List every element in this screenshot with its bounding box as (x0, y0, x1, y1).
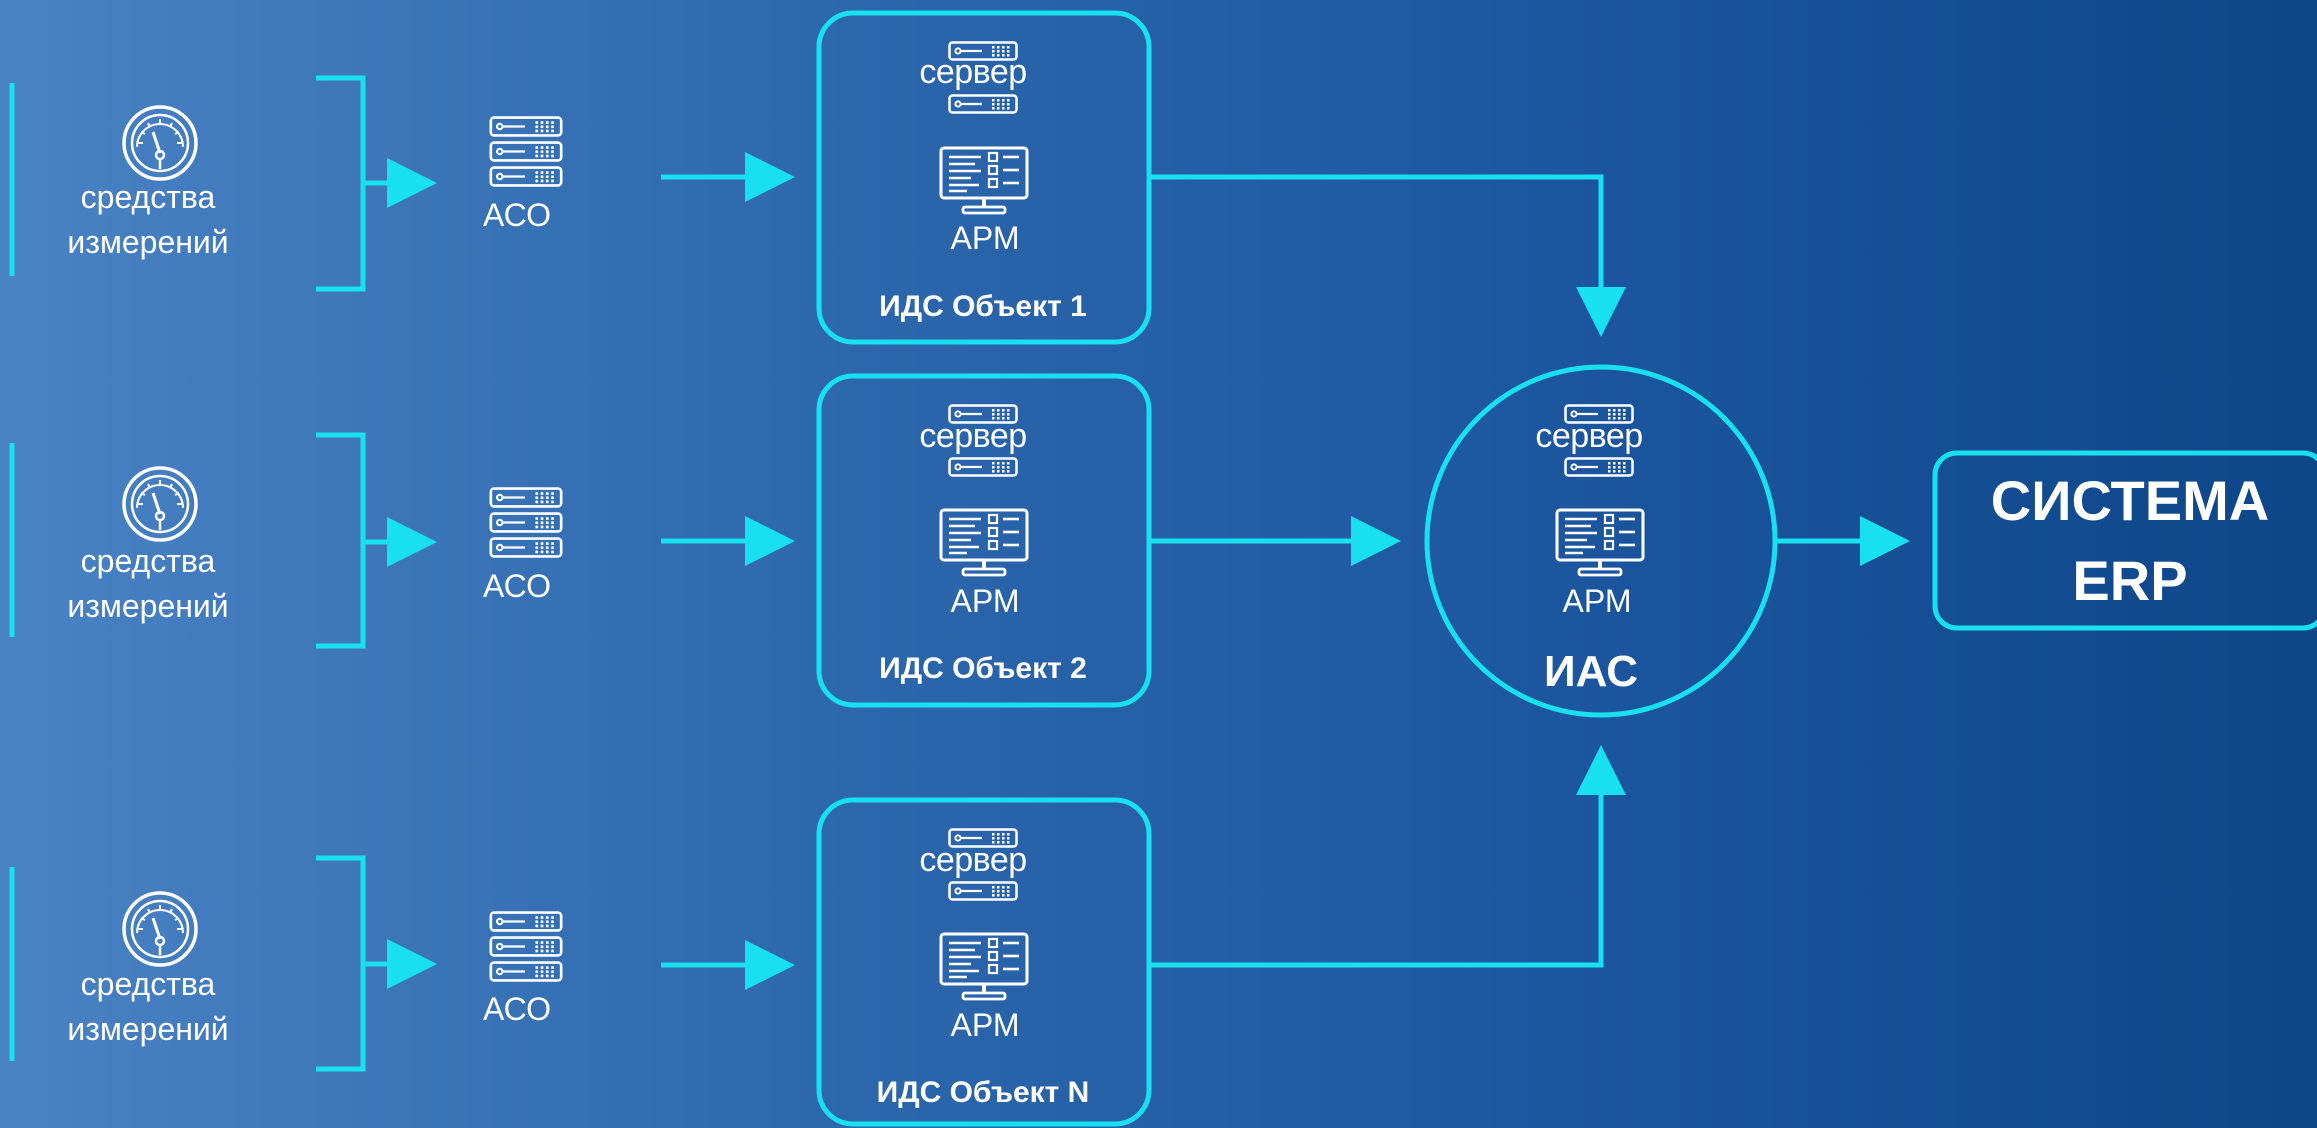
aso-label: АСО (483, 197, 551, 233)
aso-label: АСО (483, 568, 551, 604)
server-label: сервер (919, 53, 1027, 91)
bracket-2 (316, 432, 366, 649)
ids-title-1: ИДС Объект 1 (879, 290, 1087, 323)
bracket-3 (316, 855, 366, 1072)
gauge-icon (122, 105, 198, 181)
gauge-icon (122, 891, 198, 967)
erp-title-line1: СИСТЕМА (1990, 469, 2270, 532)
ids-title-2: ИДС Объект 2 (879, 652, 1087, 685)
aso-label: АСО (483, 991, 551, 1027)
server-rack-icon (489, 487, 563, 558)
workstation-icon (939, 932, 1029, 1001)
server-label: сервер (919, 841, 1027, 879)
workstation-icon (1555, 508, 1645, 577)
ids-box-3 (816, 797, 1152, 1127)
server-label: сервер (919, 417, 1027, 455)
connector-ids3-to-ias (1149, 745, 1626, 968)
ias-node (1424, 364, 1910, 718)
measure-label-line2: измерений (67, 224, 229, 260)
measure-label-line1: средства (80, 179, 216, 215)
workstation-icon (939, 508, 1029, 577)
ias-title: ИАС (1543, 647, 1639, 696)
row-1 (9, 10, 1626, 345)
measure-label-line2: измерений (67, 588, 229, 624)
erp-title-line2: ERP (2072, 549, 2188, 612)
server-rack-icon (489, 911, 563, 982)
ias-arm-label: АРМ (1562, 583, 1632, 619)
bracket-1 (316, 75, 366, 292)
measure-label-line1: средства (80, 543, 216, 579)
arm-label: АРМ (950, 1007, 1020, 1043)
connector-ids1-to-ias (1149, 174, 1626, 337)
workstation-icon (939, 146, 1029, 215)
measure-label-line1: средства (80, 966, 216, 1002)
row-2 (9, 373, 1401, 708)
server-rack-icon (489, 116, 563, 187)
ids-title-3: ИДС Объект N (876, 1076, 1090, 1109)
arm-label: АРМ (950, 583, 1020, 619)
ias-server-label: сервер (1535, 417, 1643, 455)
row-3 (9, 745, 1626, 1127)
measure-label: средства измерений (67, 962, 228, 1052)
arm-label: АРМ (950, 220, 1020, 256)
erp-title: СИСТЕМА ERP (1991, 461, 2269, 621)
measure-label: средства измерений (67, 175, 228, 265)
measure-label: средства измерений (67, 539, 228, 629)
erp-box (1932, 450, 2317, 631)
measure-label-line2: измерений (67, 1011, 229, 1047)
gauge-icon (122, 466, 198, 542)
